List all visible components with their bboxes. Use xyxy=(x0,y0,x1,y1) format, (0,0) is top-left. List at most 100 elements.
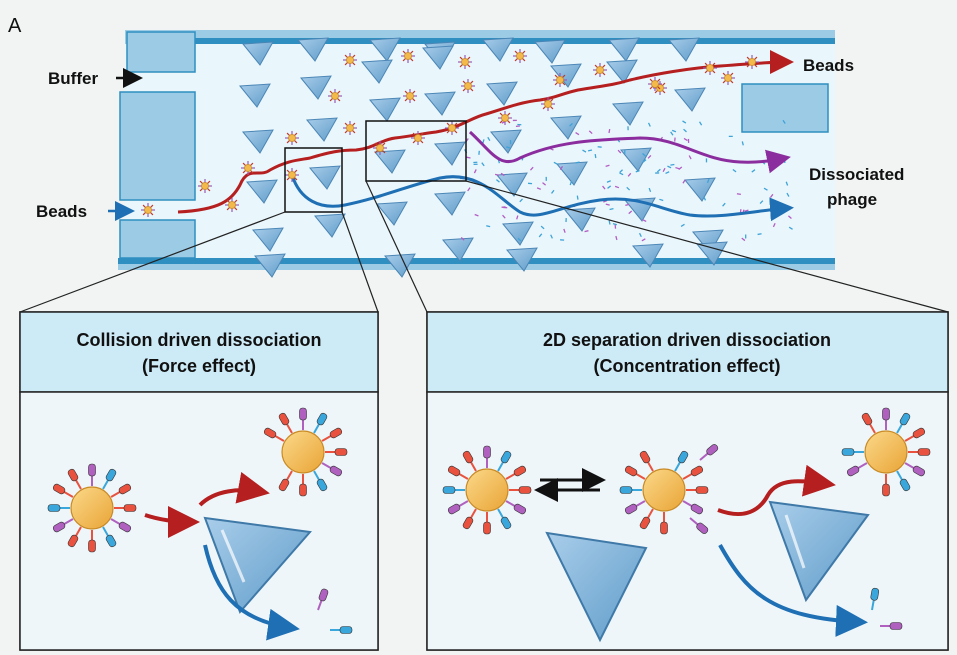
phage-head xyxy=(624,503,638,515)
phage xyxy=(330,626,353,634)
bead-path xyxy=(177,50,794,214)
buffer-label: Buffer xyxy=(48,69,98,88)
phage xyxy=(102,468,117,490)
phage-dot xyxy=(744,209,749,212)
bead xyxy=(244,164,252,172)
phage xyxy=(462,450,477,472)
phage-dot xyxy=(782,119,786,124)
bead xyxy=(201,182,209,190)
phage-tail xyxy=(102,479,109,490)
phage xyxy=(639,450,654,472)
bead-complexes xyxy=(47,407,931,634)
pillar xyxy=(376,201,408,226)
phage-head xyxy=(52,483,66,495)
phage-head xyxy=(861,412,873,426)
phage-head xyxy=(483,521,491,535)
phage-tail xyxy=(896,423,903,434)
phage-tail xyxy=(286,470,293,481)
bead-complex xyxy=(47,463,137,553)
phage-head xyxy=(462,450,474,464)
phage-tail xyxy=(497,461,504,472)
phage xyxy=(299,407,307,430)
phage-head xyxy=(334,448,348,456)
phage-head xyxy=(118,483,132,495)
phage-dot xyxy=(642,152,646,157)
zoom-box-separation xyxy=(365,120,467,182)
bead xyxy=(464,82,472,90)
phage xyxy=(483,512,491,535)
phage-path-purple xyxy=(468,130,791,174)
phage-dot xyxy=(553,161,558,165)
pillar xyxy=(608,37,640,62)
phage-head xyxy=(500,450,512,464)
phage-dot xyxy=(487,136,491,142)
phage-dot xyxy=(587,149,593,152)
phage-head xyxy=(278,412,290,426)
phage-tail xyxy=(75,479,82,490)
phage-tail xyxy=(857,462,868,469)
phage-head xyxy=(47,504,61,512)
phage xyxy=(639,508,654,530)
phage xyxy=(88,530,96,553)
phage-head xyxy=(318,588,329,602)
phage-dot xyxy=(582,149,587,153)
phage-dot xyxy=(670,163,675,166)
phage-tail xyxy=(682,473,693,480)
phage-dot xyxy=(474,213,479,217)
phage-dot xyxy=(667,165,672,169)
phage-tail xyxy=(110,491,121,498)
phage xyxy=(904,462,926,477)
phage-dot xyxy=(608,220,611,225)
pillar xyxy=(482,37,514,62)
pillar-highlight xyxy=(784,514,806,569)
phage-head xyxy=(513,503,527,515)
phage xyxy=(686,486,709,494)
phage-head xyxy=(500,516,512,530)
bead xyxy=(144,206,152,214)
phage xyxy=(870,587,880,611)
phage-head xyxy=(917,448,931,456)
panel-letter: A xyxy=(8,15,22,37)
beads-out-label: Beads xyxy=(803,56,854,75)
phage xyxy=(313,470,328,492)
phage-head xyxy=(696,522,709,534)
bead xyxy=(228,201,236,209)
phage-dot xyxy=(608,128,611,134)
phage-head xyxy=(278,478,290,492)
pillar xyxy=(424,91,456,116)
phage-dot xyxy=(671,129,677,133)
bead xyxy=(448,124,456,132)
beads-in-label: Beads xyxy=(36,202,87,221)
phage-dot xyxy=(481,162,485,167)
pillar xyxy=(297,37,329,62)
phage-head xyxy=(899,478,911,492)
phage-head xyxy=(339,626,353,634)
phage-dot xyxy=(502,214,506,219)
phage xyxy=(674,450,689,472)
pillar xyxy=(612,101,644,126)
phage-dot xyxy=(626,186,631,191)
phage-dot xyxy=(494,173,500,176)
phage-dot xyxy=(466,156,471,159)
phage-head xyxy=(841,448,855,456)
phage-dot xyxy=(588,130,593,135)
phage-tail xyxy=(286,423,293,434)
pillar xyxy=(632,243,664,268)
phage-tail xyxy=(317,600,323,611)
phage xyxy=(497,450,512,472)
pillar xyxy=(239,83,271,108)
phage-dot xyxy=(759,200,764,204)
inlet-block-middle xyxy=(119,91,196,201)
bead xyxy=(404,52,412,60)
phage-head xyxy=(67,534,79,548)
pillar xyxy=(506,247,538,272)
phage-dot xyxy=(563,228,566,233)
phage-dot xyxy=(559,165,564,171)
phage-head xyxy=(105,534,117,548)
phage-head xyxy=(690,503,704,515)
phage-dot xyxy=(542,182,547,186)
phage-dot xyxy=(612,223,617,226)
pillar xyxy=(442,237,474,262)
phage-head xyxy=(912,427,926,439)
phage xyxy=(67,526,82,548)
